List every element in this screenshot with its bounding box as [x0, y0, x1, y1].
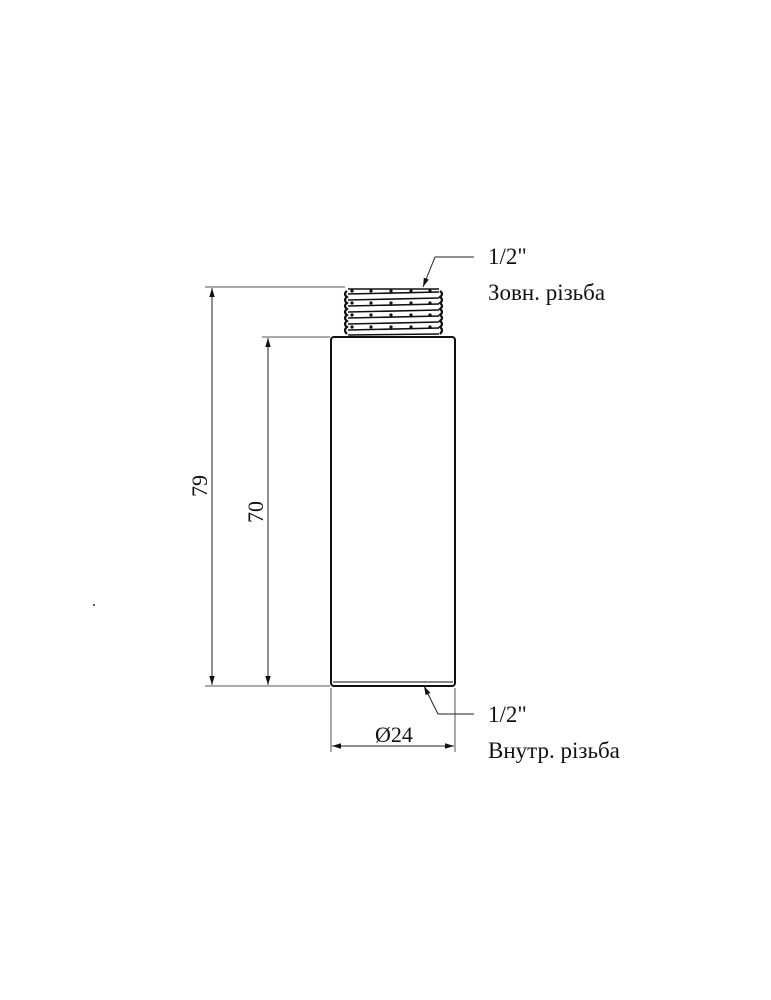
top-thread-size: 1/2": [488, 244, 527, 269]
leader-lines: [422, 256, 474, 715]
dim-diameter-label: Ø24: [375, 722, 413, 747]
dim-79-label: 79: [187, 475, 212, 497]
pipe-body: [330, 336, 456, 687]
extension-lines: [205, 286, 456, 752]
top-thread-type: Зовн. різьба: [488, 280, 605, 305]
dim-70-label: 70: [243, 501, 268, 523]
external-thread: [343, 288, 444, 336]
bottom-thread-type: Внутр. різьба: [488, 738, 620, 763]
bottom-thread-size: 1/2": [488, 702, 527, 727]
stray-dot: [93, 604, 95, 606]
dimension-lines: [209, 288, 454, 749]
